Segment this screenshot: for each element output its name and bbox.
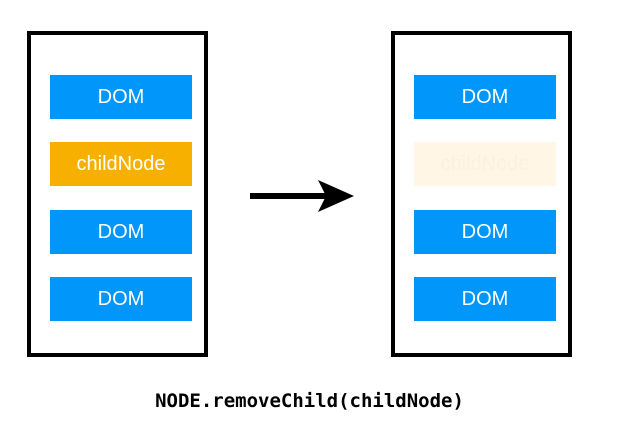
dom-node: DOM [414,277,556,321]
dom-node: DOM [50,75,192,119]
dom-node: DOM [50,277,192,321]
dom-node: DOM [414,75,556,119]
dom-node: DOM [50,210,192,254]
right-arrow-icon [250,180,354,212]
after-container: DOM childNode DOM DOM [391,31,572,357]
before-container: DOM childNode DOM DOM [27,31,208,357]
child-node: childNode [50,142,192,186]
code-caption: NODE.removeChild(childNode) [155,390,464,412]
removed-child-node: childNode [414,142,556,186]
arrow-head [318,180,354,212]
dom-node: DOM [414,210,556,254]
